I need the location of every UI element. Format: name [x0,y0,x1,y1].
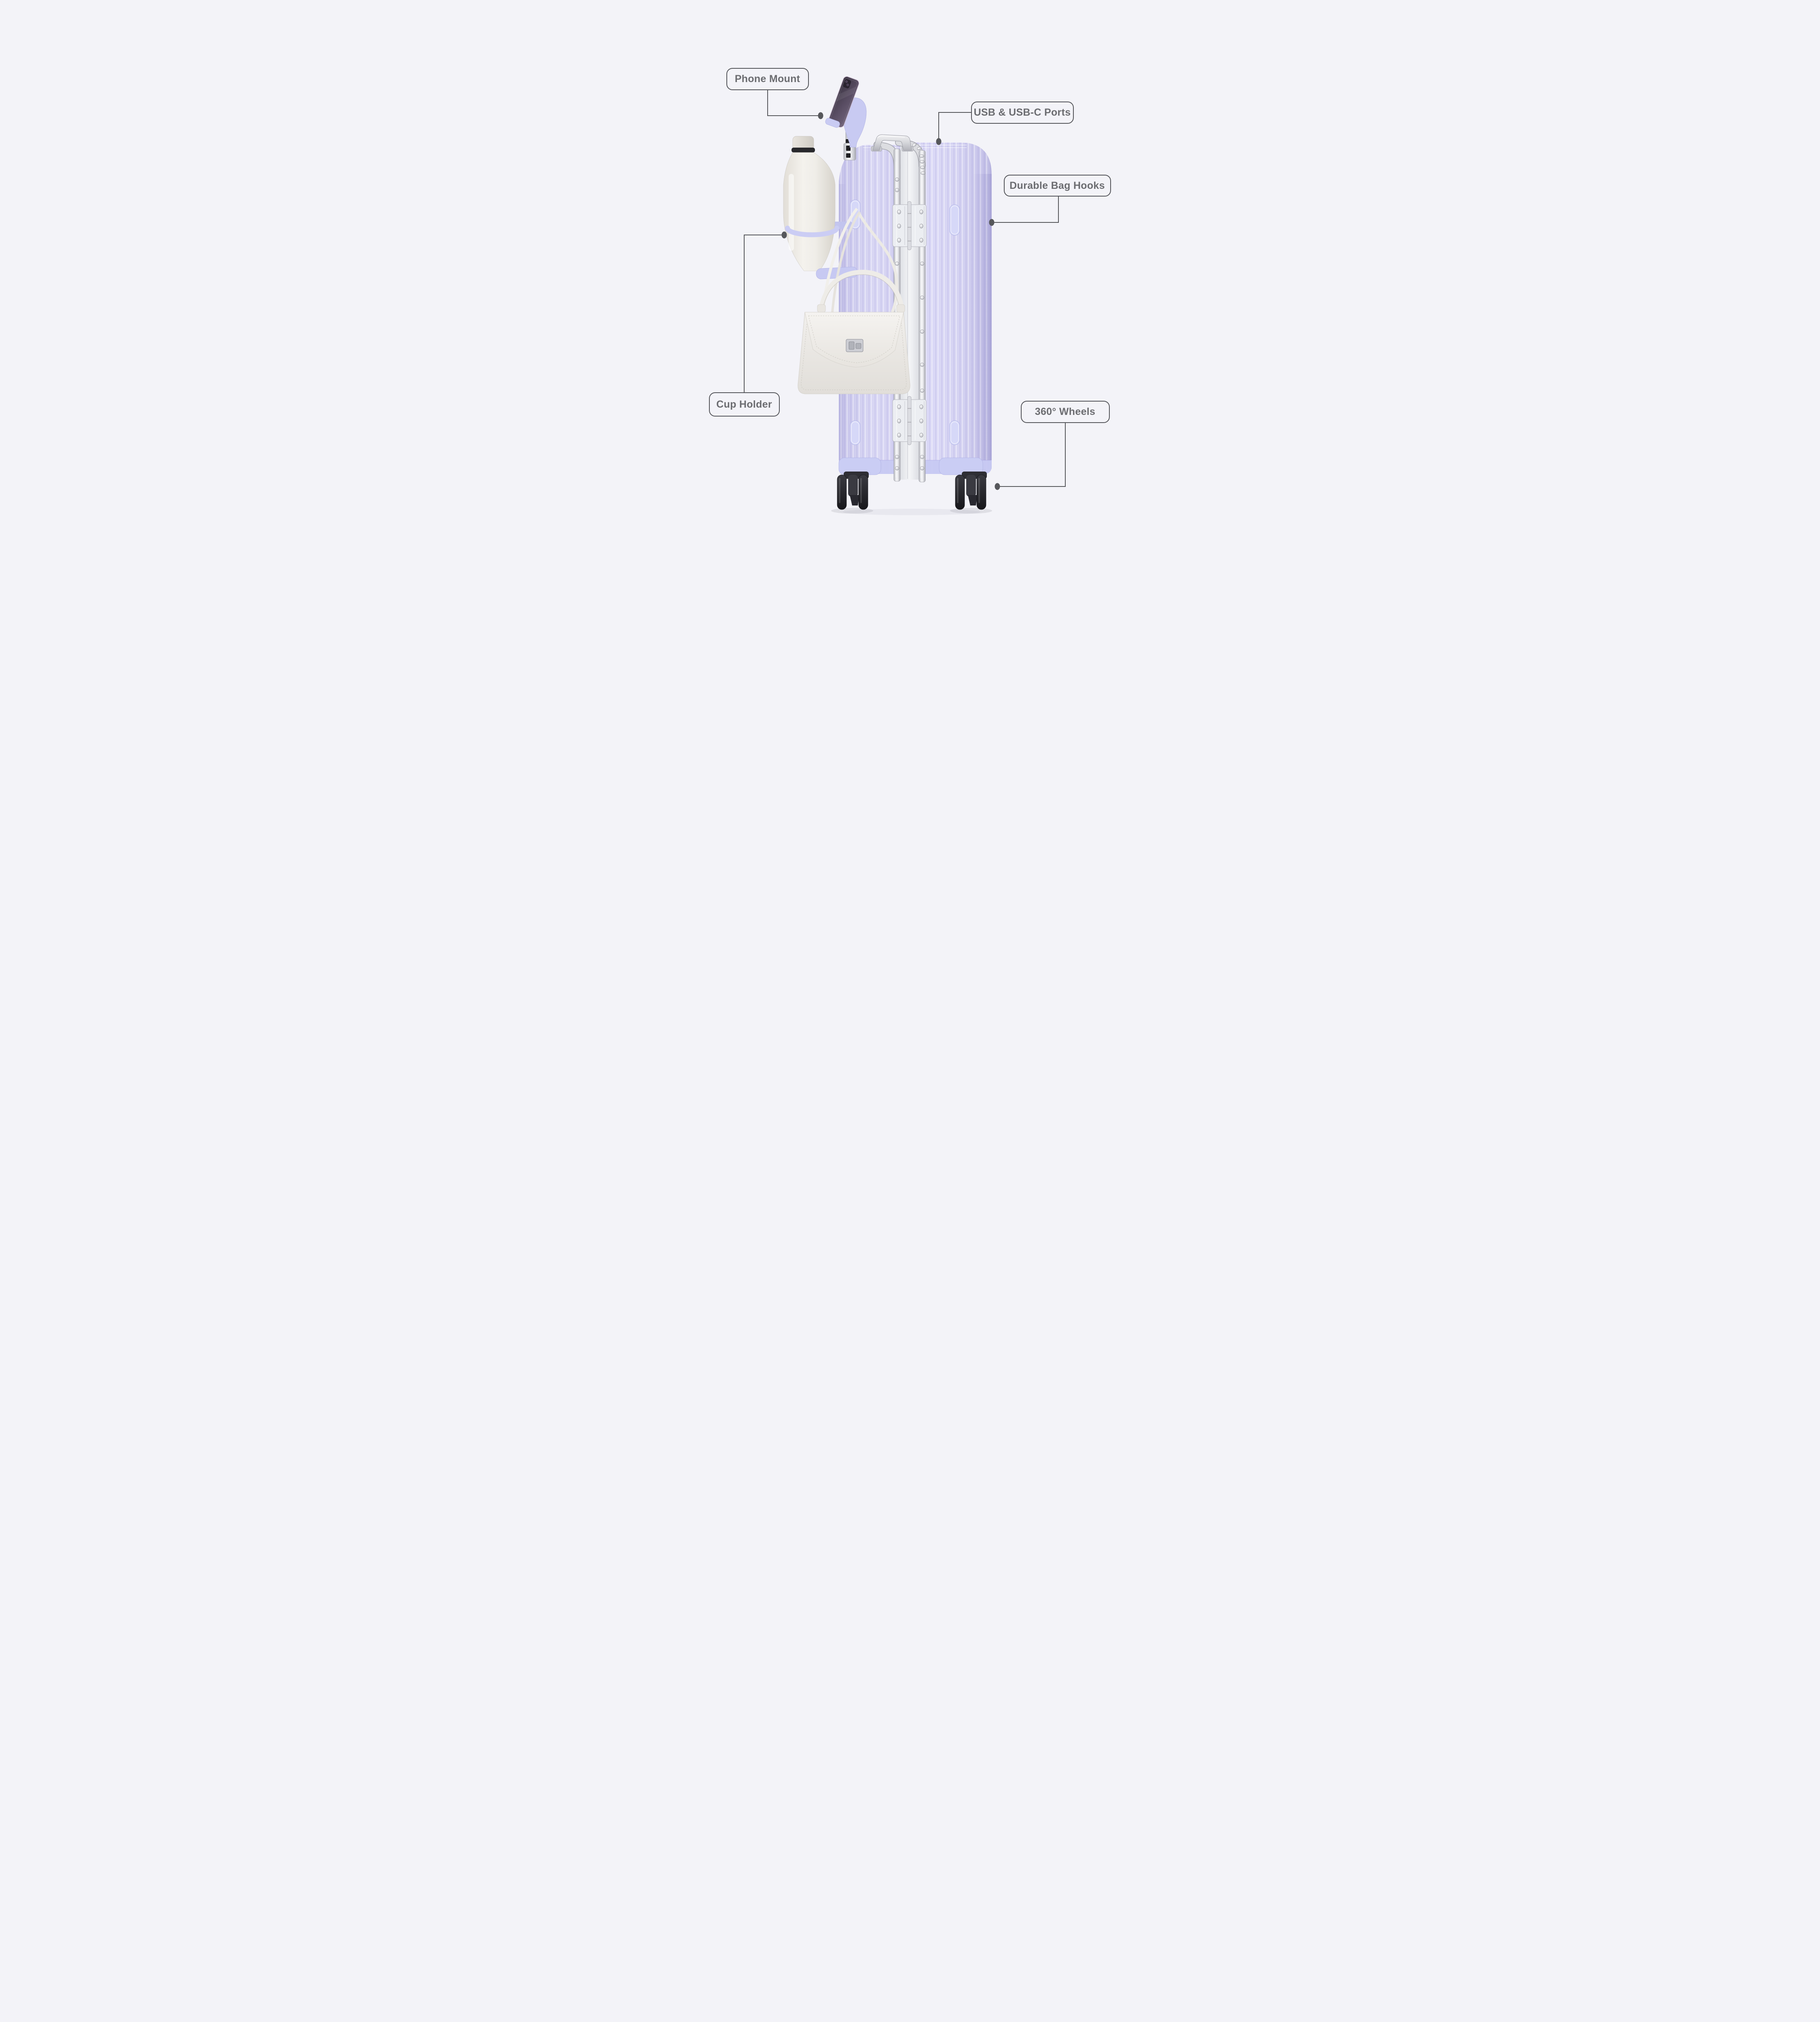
connector-dot-phone-mount [818,112,823,119]
floor-shadow [831,508,992,515]
spinner-wheels [837,457,987,510]
wheel-front [837,472,869,510]
callout-cup-holder: Cup Holder [709,392,780,417]
connector-bag-hooks-v [1058,196,1059,223]
callout-phone-mount: Phone Mount [726,68,809,90]
callout-wheels-label: 360° Wheels [1035,406,1096,417]
wheel-back [955,472,987,510]
water-bottle [783,136,835,271]
callout-bag-hooks: Durable Bag Hooks [1003,175,1111,197]
connector-dot-bag-hooks [989,219,994,226]
phone-camera-island [842,79,851,89]
connector-usb-ports-h [938,112,971,113]
connector-phone-mount-h [767,115,821,116]
connector-dot-cup-holder [781,231,787,239]
connector-cup-holder-v [743,235,745,393]
callout-usb-ports-label: USB & USB-C Ports [973,107,1071,118]
carry-handle [871,134,913,152]
callout-cup-holder-label: Cup Holder [716,398,772,410]
phone-cradle [825,118,840,128]
handbag-handle [818,269,905,313]
handbag-clasp [846,339,863,352]
callout-wheels: 360° Wheels [1020,401,1110,423]
luggage-illustration [783,76,992,515]
connector-dot-wheels [995,483,1000,490]
connector-dot-usb-ports [936,138,941,145]
connector-phone-mount-v [767,90,768,116]
bag-hooks [850,199,960,445]
frame-rivets [895,143,925,470]
connector-usb-ports-v [938,112,939,141]
mounted-phone [825,76,859,128]
callout-usb-ports: USB & USB-C Ports [971,102,1074,124]
connector-wheels-h [997,486,1066,487]
hinge-bottom [892,396,926,445]
infographic-canvas: Phone Mount USB & USB-C Ports Durable Ba… [682,0,1138,569]
cup-holder-assembly [783,136,857,279]
callout-phone-mount-label: Phone Mount [734,73,800,85]
hinge-top [892,201,926,250]
connector-bag-hooks-h [991,222,1059,223]
callout-bag-hooks-label: Durable Bag Hooks [1009,180,1105,191]
handbag [797,207,910,394]
connector-wheels-v [1064,423,1066,486]
